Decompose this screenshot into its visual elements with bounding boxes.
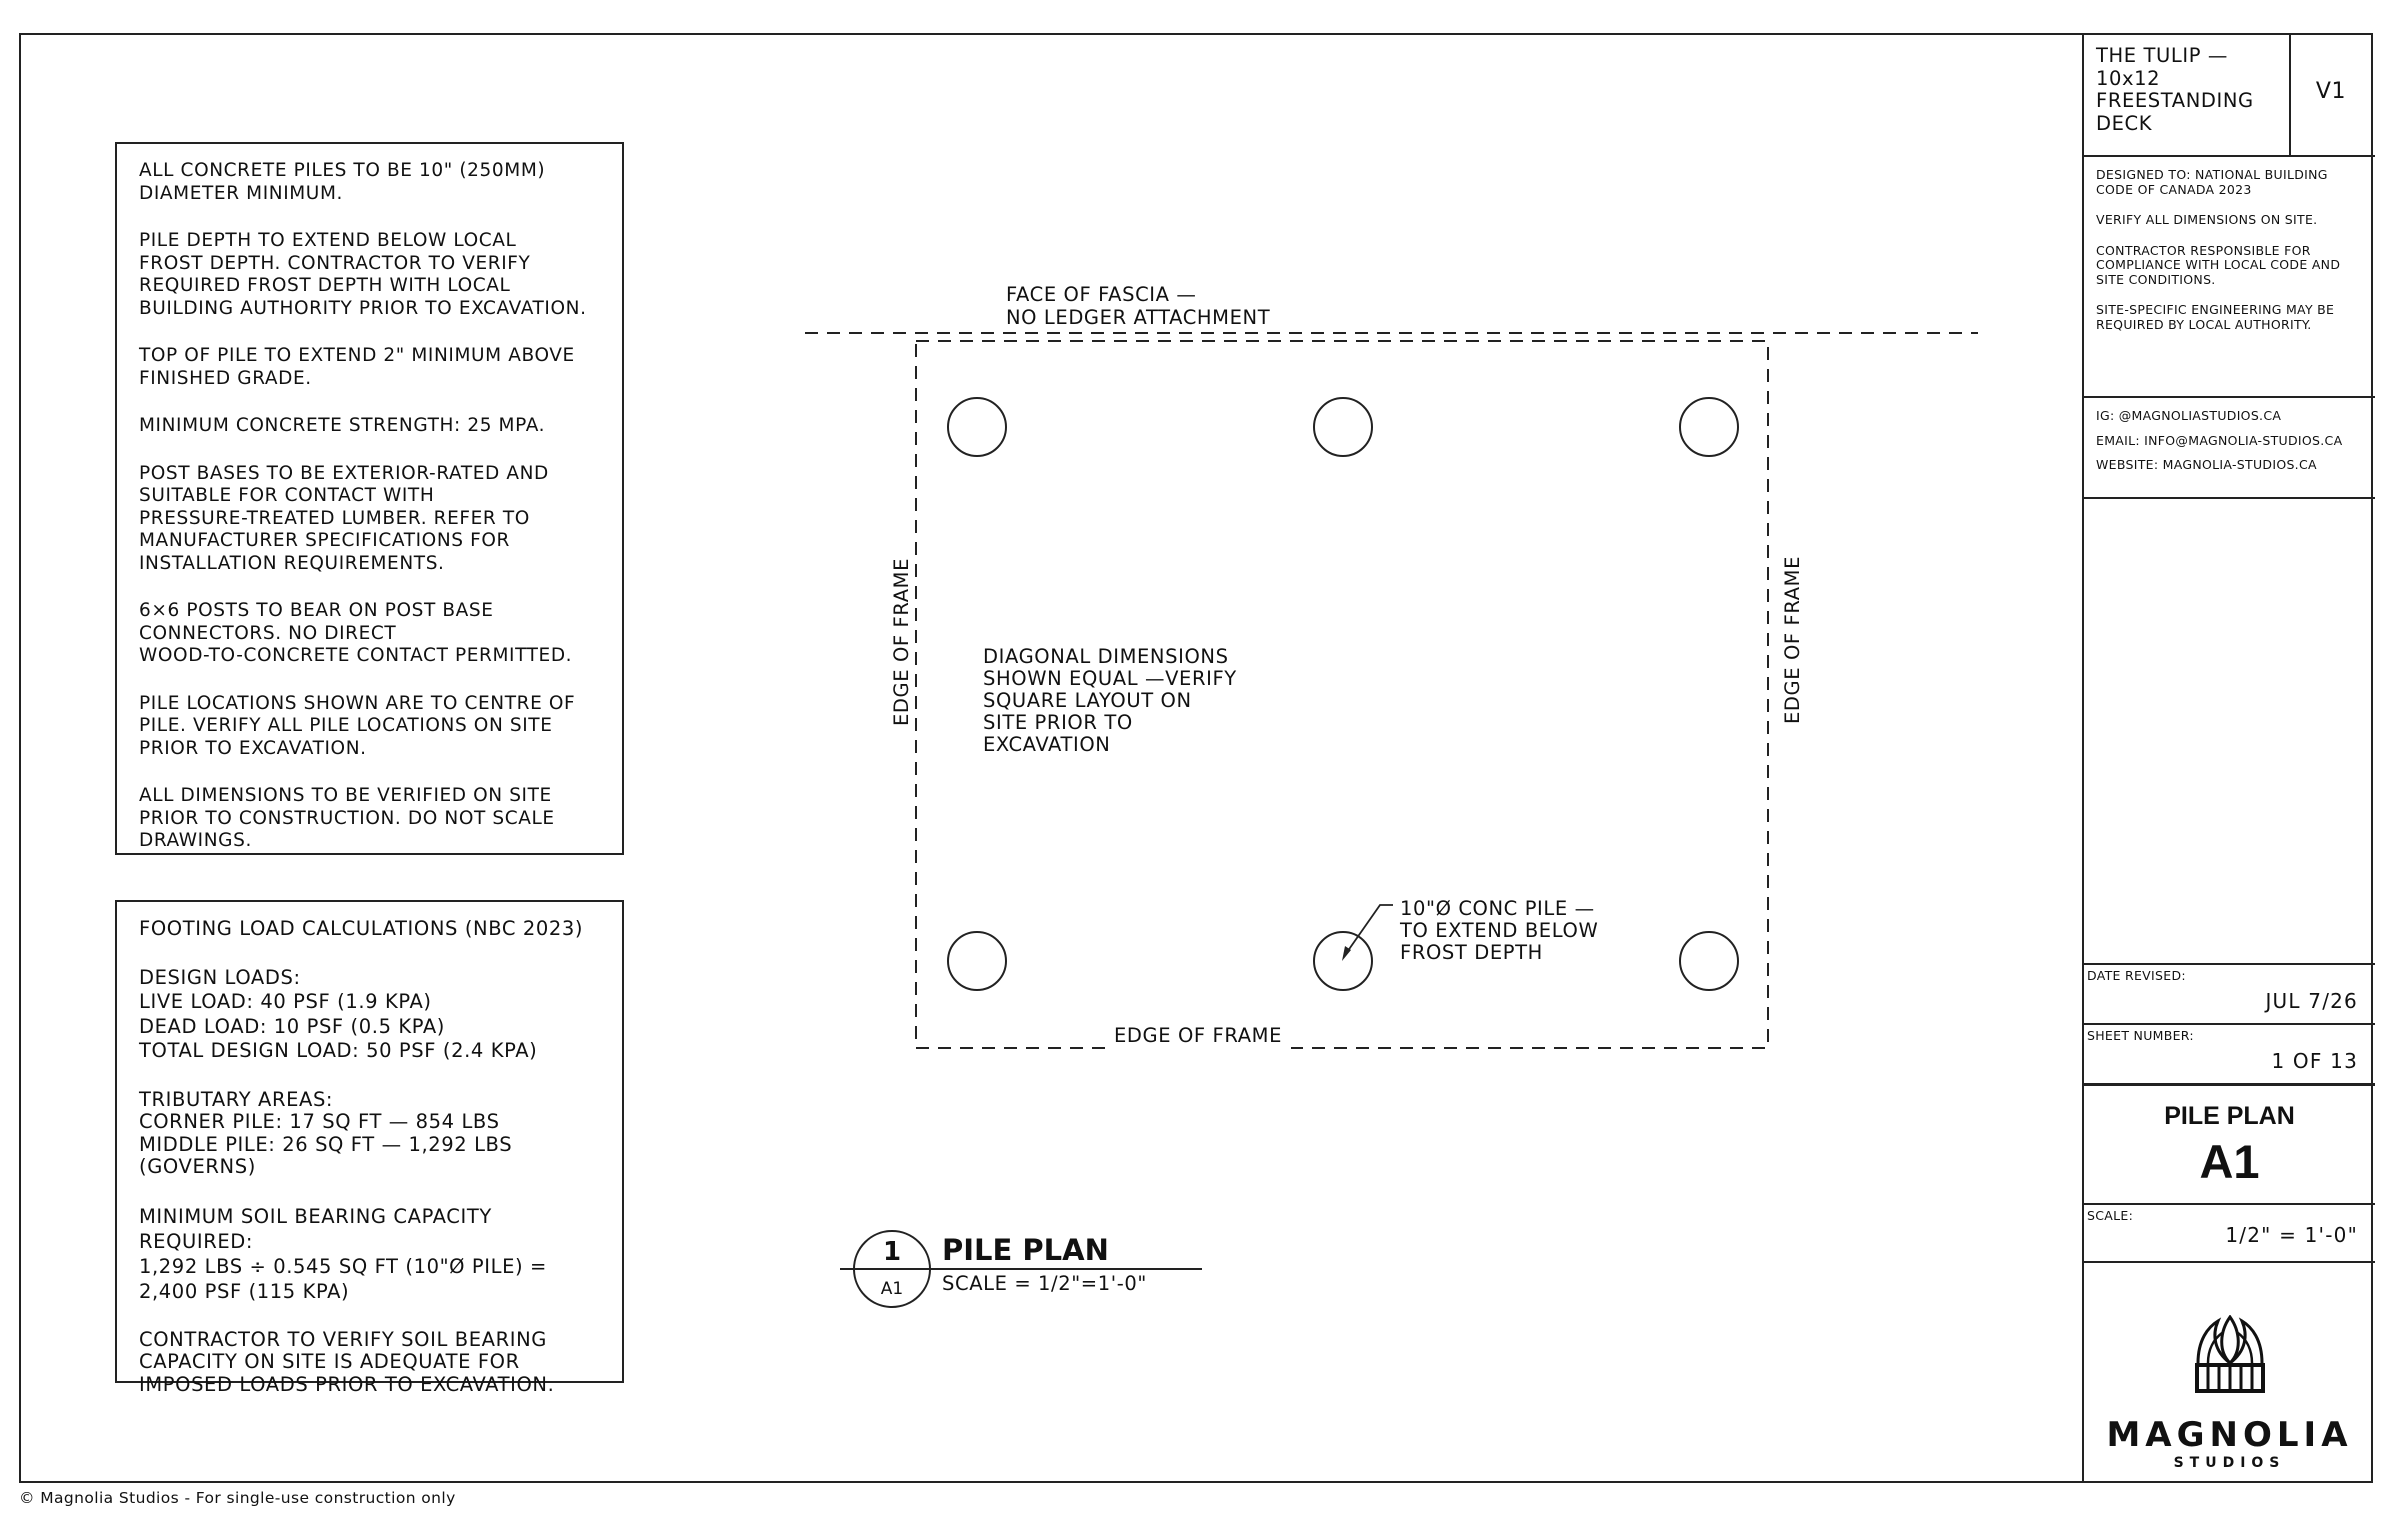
sheet-number-cell: SHEET NUMBER: 1 OF 13 — [2084, 1023, 2375, 1083]
contact-email: EMAIL: INFO@MAGNOLIA-STUDIOS.CA — [2096, 432, 2343, 448]
calc-tributary-areas: TRIBUTARY AREAS: CORNER PILE: 17 SQ FT —… — [139, 1087, 513, 1178]
fascia-label-line1: FACE OF FASCIA — — [1006, 283, 1196, 306]
pile-callout-note: 10"Ø CONC PILE — TO EXTEND BELOW FROST D… — [1399, 897, 1605, 964]
title-block: THE TULIP — 10x12 FREESTANDING DECK V1 D… — [2082, 33, 2375, 1483]
general-notes-box: ALL CONCRETE PILES TO BE 10" (250MM) DIA… — [115, 142, 624, 855]
scale-cell: SCALE: 1/2" = 1'-0" — [2084, 1205, 2375, 1263]
design-note-engineering: SITE-SPECIFIC ENGINEERING MAY BE REQUIRE… — [2096, 302, 2335, 332]
calc-title: FOOTING LOAD CALCULATIONS (NBC 2023) — [139, 917, 584, 940]
logo-wordmark: MAGNOLIA — [2106, 1415, 2353, 1455]
pile-top-right — [1679, 397, 1739, 457]
pile-top-left — [947, 397, 1007, 457]
date-revised-cell: DATE REVISED: JUL 7/26 — [2084, 963, 2375, 1023]
contact-cell: IG: @MAGNOLIASTUDIOS.CA EMAIL: INFO@MAGN… — [2084, 398, 2375, 499]
detail-scale: SCALE = 1/2"=1'-0" — [942, 1272, 1147, 1295]
design-note-verify: VERIFY ALL DIMENSIONS ON SITE. — [2096, 212, 2318, 227]
design-notes-cell: DESIGNED TO: NATIONAL BUILDING CODE OF C… — [2084, 157, 2375, 398]
note-pile-top: TOP OF PILE TO EXTEND 2" MINIMUM ABOVE F… — [139, 345, 575, 389]
magnolia-logo-icon — [2195, 1315, 2265, 1393]
diagonal-note: DIAGONAL DIMENSIONS SHOWN EQUAL —VERIFY … — [983, 645, 1244, 756]
scale-label: SCALE: — [2087, 1208, 2134, 1223]
project-title: THE TULIP — 10x12 FREESTANDING DECK — [2096, 44, 2254, 135]
version-cell: V1 — [2291, 33, 2375, 157]
pile-leader-arrow — [1342, 946, 1351, 961]
calc-contractor-verify: CONTRACTOR TO VERIFY SOIL BEARING CAPACI… — [139, 1327, 555, 1396]
fascia-label-line2: NO LEDGER ATTACHMENT — [1006, 306, 1270, 329]
edge-of-frame-bottom: EDGE OF FRAME — [1114, 1024, 1282, 1047]
copyright-footer: © Magnolia Studios - For single-use cons… — [19, 1489, 456, 1507]
contact-website: WEBSITE: MAGNOLIA-STUDIOS.CA — [2096, 457, 2317, 472]
logo-area: MAGNOLIA STUDIOS — [2084, 1265, 2375, 1481]
pile-bottom-left — [947, 931, 1007, 991]
version-label: V1 — [2315, 79, 2347, 104]
pile-bottom-middle — [1313, 931, 1373, 991]
pile-top-middle — [1313, 397, 1373, 457]
sheet-number-value: 1 OF 13 — [2271, 1049, 2358, 1073]
pile-leader-line — [1344, 904, 1393, 956]
edge-of-frame-right: EDGE OF FRAME — [1781, 556, 1804, 724]
project-title-cell: THE TULIP — 10x12 FREESTANDING DECK — [2084, 33, 2291, 157]
scale-value: 1/2" = 1'-0" — [2225, 1223, 2358, 1247]
note-dimensions: ALL DIMENSIONS TO BE VERIFIED ON SITE PR… — [139, 785, 555, 851]
note-posts: 6×6 POSTS TO BEAR ON POST BASE CONNECTOR… — [139, 600, 573, 666]
footing-calculations-box: FOOTING LOAD CALCULATIONS (NBC 2023) DES… — [115, 900, 624, 1395]
contact-instagram: IG: @MAGNOLIASTUDIOS.CA — [2096, 408, 2282, 423]
date-revised-value: JUL 7/26 — [2265, 989, 2358, 1013]
note-pile-diameter: ALL CONCRETE PILES TO BE 10" (250MM) DIA… — [139, 160, 546, 204]
detail-sheet-ref: A1 — [881, 1279, 903, 1299]
sheet-border — [19, 33, 2373, 1483]
frame-outline — [915, 340, 1769, 1049]
detail-title: PILE PLAN — [942, 1233, 1109, 1267]
note-post-bases: POST BASES TO BE EXTERIOR-RATED AND SUIT… — [139, 462, 549, 574]
detail-number: 1 — [883, 1237, 901, 1267]
sheet-number-label: SHEET NUMBER: — [2087, 1028, 2194, 1043]
note-concrete-strength: MINIMUM CONCRETE STRENGTH: 25 MPA. — [139, 415, 546, 436]
design-note-contractor: CONTRACTOR RESPONSIBLE FOR COMPLIANCE WI… — [2096, 242, 2341, 287]
drawing-title-cell: PILE PLAN A1 — [2084, 1083, 2375, 1205]
calc-design-loads: DESIGN LOADS: LIVE LOAD: 40 PSF (1.9 KPA… — [139, 965, 538, 1063]
logo-subtitle: STUDIOS — [2173, 1455, 2286, 1471]
pile-plan-drawing: FACE OF FASCIA — NO LEDGER ATTACHMENT ED… — [805, 283, 1978, 1308]
pile-bottom-right — [1679, 931, 1739, 991]
drawing-title: PILE PLAN — [2164, 1102, 2295, 1130]
drawing-number: A1 — [2199, 1135, 2260, 1188]
note-pile-locations: PILE LOCATIONS SHOWN ARE TO CENTRE OF PI… — [139, 692, 576, 759]
date-revised-label: DATE REVISED: — [2087, 968, 2186, 983]
note-pile-depth: PILE DEPTH TO EXTEND BELOW LOCAL FROST D… — [139, 230, 587, 319]
calc-soil-bearing: MINIMUM SOIL BEARING CAPACITY REQUIRED: … — [139, 1204, 547, 1303]
edge-of-frame-left: EDGE OF FRAME — [890, 558, 913, 726]
design-note-code: DESIGNED TO: NATIONAL BUILDING CODE OF C… — [2096, 167, 2328, 197]
